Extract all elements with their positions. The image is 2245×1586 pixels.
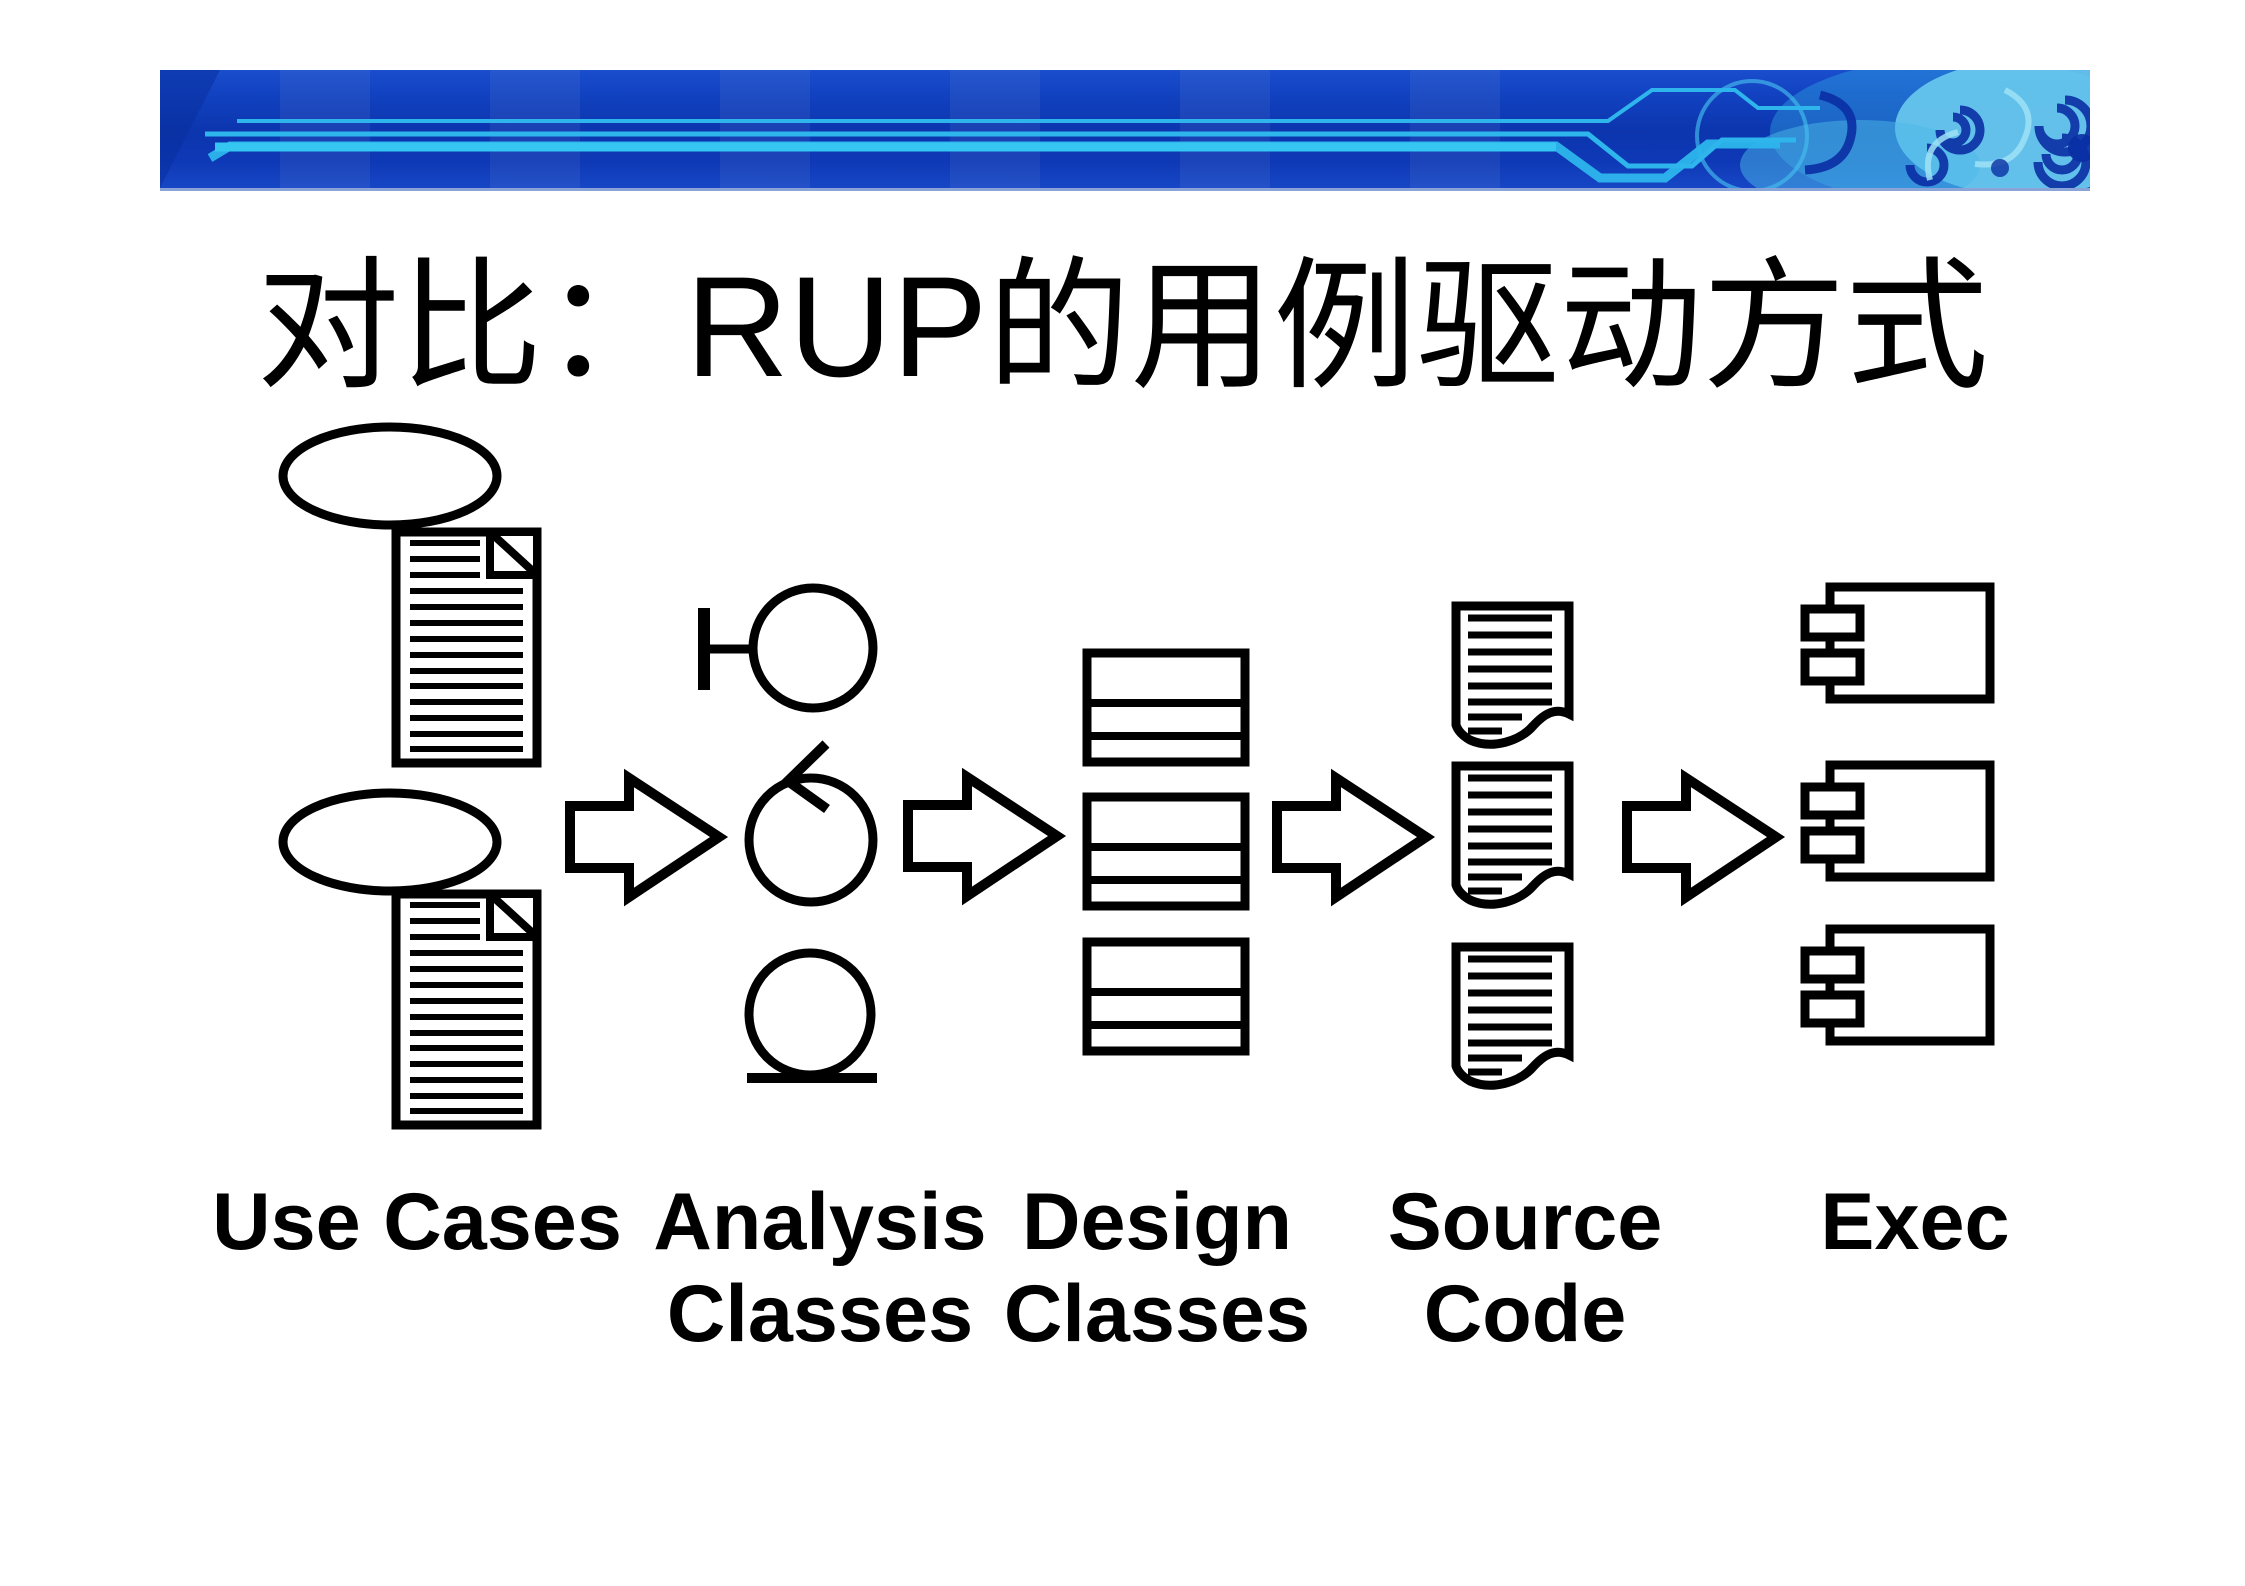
source-file-icon	[1456, 947, 1569, 1085]
label-use-cases: Use Cases	[212, 1176, 622, 1268]
label-source-line2: Code	[1423, 1269, 1627, 1359]
label-exec: Exec	[1820, 1176, 2009, 1268]
use-case-document-icon	[396, 532, 537, 763]
flow-arrow-4-icon	[1627, 778, 1776, 897]
banner-left-shade	[160, 70, 220, 188]
banner-circuit-ring	[1695, 79, 1809, 188]
entity-class-icon	[744, 948, 877, 1083]
use-case-group-1	[283, 427, 537, 763]
component-icon	[1805, 929, 1990, 1041]
component-icon	[1805, 587, 1990, 699]
use-case-oval-icon	[283, 793, 497, 891]
flow-arrow-3-icon	[1277, 778, 1426, 897]
header-banner	[160, 70, 2090, 191]
banner-floral-swirls	[1740, 70, 2090, 188]
banner-circuit-lines	[205, 88, 1820, 183]
design-class-box-icon	[1087, 653, 1245, 762]
design-class-box-icon	[1087, 942, 1245, 1051]
label-design-line1: Design	[1021, 1177, 1293, 1267]
label-design-line2: Classes	[1003, 1269, 1311, 1359]
flow-arrow-1-icon	[570, 778, 719, 897]
label-exec-line1: Exec	[1820, 1177, 2010, 1267]
banner-banding	[280, 70, 1500, 188]
title-part2: RUP	[685, 248, 988, 407]
label-source-code: Source Code	[1388, 1176, 1663, 1360]
label-analysis-line2: Classes	[666, 1269, 974, 1359]
banner-decoration	[160, 70, 2090, 188]
use-case-group-2	[283, 793, 537, 1125]
source-file-icon	[1456, 766, 1569, 904]
design-class-box-icon	[1087, 797, 1245, 906]
label-design-classes: Design Classes	[1004, 1176, 1310, 1360]
use-case-document-icon	[396, 894, 537, 1125]
flow-arrow-2-icon	[908, 777, 1057, 896]
label-source-line1: Source	[1387, 1177, 1663, 1267]
label-analysis-line1: Analysis	[653, 1177, 987, 1267]
slide-title: 对比：RUP的用例驱动方式	[0, 248, 2245, 418]
title-part3: 的用例驱动方式	[987, 249, 1989, 407]
component-icon	[1805, 765, 1990, 877]
use-case-oval-icon	[283, 427, 497, 525]
control-class-icon	[744, 740, 878, 907]
label-use-cases-line1: Use Cases	[212, 1177, 622, 1267]
source-file-icon	[1456, 606, 1569, 744]
boundary-class-icon	[698, 583, 878, 713]
label-analysis-classes: Analysis Classes	[653, 1176, 986, 1360]
title-part1: 对比：	[256, 249, 686, 407]
